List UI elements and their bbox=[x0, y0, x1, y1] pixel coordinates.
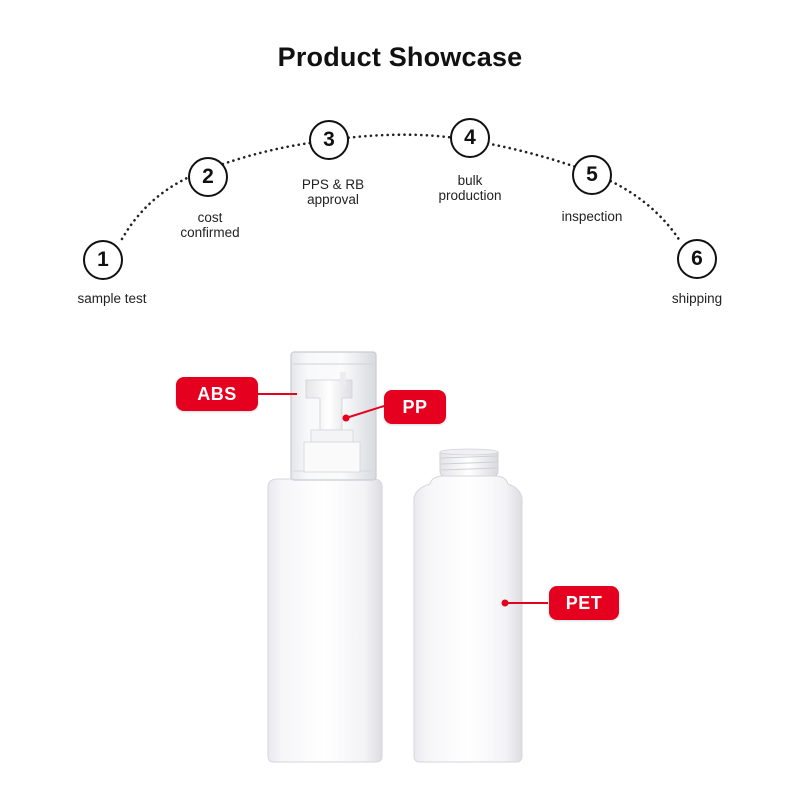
step-5-label: inspection bbox=[561, 209, 623, 224]
step-6-circle: 6 bbox=[677, 239, 717, 279]
pet-leader-dot bbox=[501, 599, 509, 607]
pp-tag: PP bbox=[384, 390, 446, 424]
step-6-label: shipping bbox=[671, 291, 723, 306]
pet-tag: PET bbox=[549, 586, 619, 620]
step-4-circle: 4 bbox=[450, 118, 490, 158]
open-bottle bbox=[413, 448, 523, 763]
step-1-label: sample test bbox=[77, 291, 147, 306]
abs-tag: ABS bbox=[176, 377, 258, 411]
pp-leader bbox=[345, 405, 385, 419]
step-5-circle: 5 bbox=[572, 155, 612, 195]
step-1-circle: 1 bbox=[83, 240, 123, 280]
page-title: Product Showcase bbox=[277, 42, 523, 72]
step-3-circle: 3 bbox=[309, 120, 349, 160]
pump-bottle bbox=[267, 351, 383, 763]
pp-leader-dot bbox=[342, 414, 350, 422]
step-2-circle: 2 bbox=[188, 157, 228, 197]
